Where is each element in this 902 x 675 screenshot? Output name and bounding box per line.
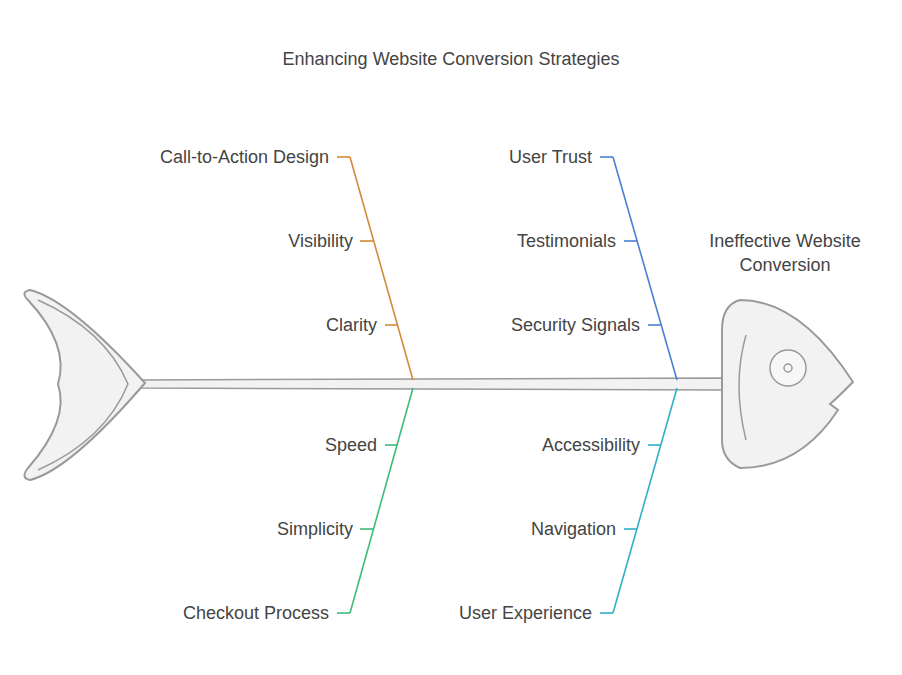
cause-label: Visibility — [288, 230, 353, 252]
cause-label: User Experience — [459, 602, 592, 624]
cause-label: Accessibility — [542, 434, 640, 456]
fish-pupil — [784, 364, 792, 372]
cause-label: Testimonials — [517, 230, 616, 252]
fish-spine — [140, 378, 722, 390]
diagram-title: Enhancing Website Conversion Strategies — [0, 49, 902, 70]
blue-bone — [600, 157, 677, 380]
fish-tail-line — [38, 300, 128, 470]
cause-label: Security Signals — [511, 314, 640, 336]
orange-bone — [337, 157, 413, 380]
cause-label: Clarity — [326, 314, 377, 336]
teal-bone — [600, 388, 677, 613]
cause-label: Navigation — [531, 518, 616, 540]
cause-label: User Trust — [509, 146, 592, 168]
fish-head — [722, 300, 853, 468]
fish-eye — [770, 350, 806, 386]
effect-text: Ineffective Website Conversion — [685, 229, 885, 277]
cause-label: Speed — [325, 434, 377, 456]
fish-tail — [24, 290, 145, 480]
effect-head: Ineffective Website Conversion — [685, 229, 885, 277]
green-bone — [337, 388, 413, 613]
cause-label: Call-to-Action Design — [160, 146, 329, 168]
fish-gill — [739, 335, 746, 440]
cause-label: Simplicity — [277, 518, 353, 540]
cause-label: Checkout Process — [183, 602, 329, 624]
